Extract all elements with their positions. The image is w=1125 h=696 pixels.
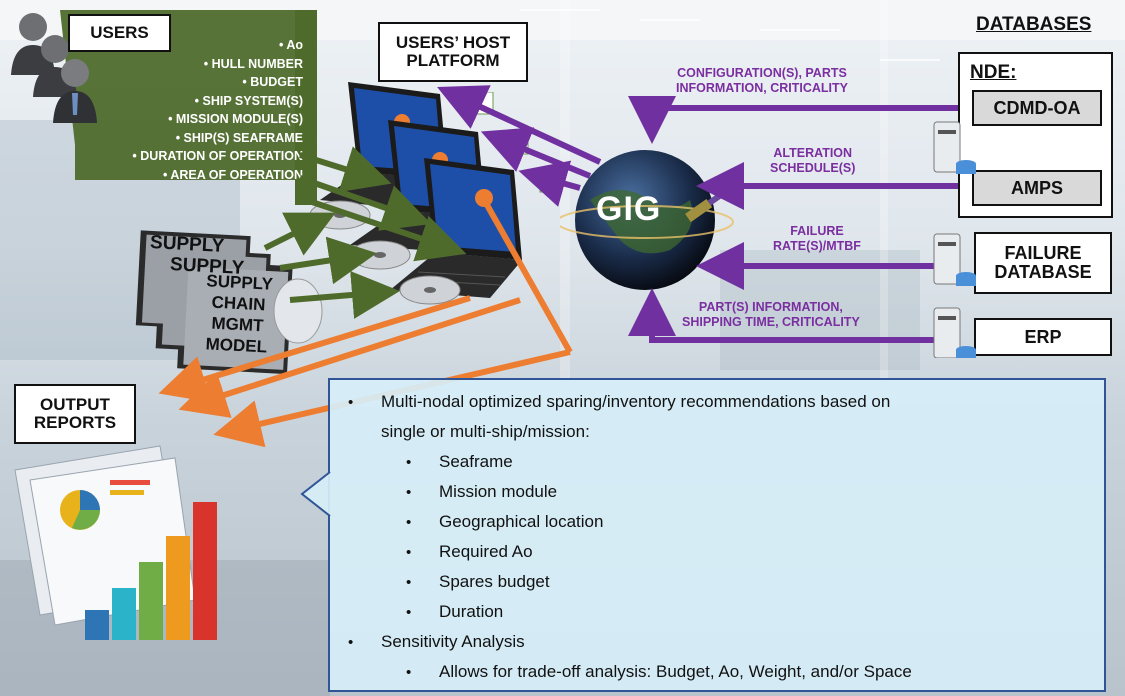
report-charts-icon — [14, 445, 217, 640]
failure-database-line1: FAILURE — [1004, 243, 1082, 264]
flow-parts-line2: SHIPPING TIME, CRITICALITY — [682, 315, 860, 329]
user-input-item: • SHIP(S) SEAFRAME — [175, 130, 303, 145]
failure-database-line2: DATABASE — [994, 262, 1092, 282]
flow-failure-line2: RATE(S)/MTBF — [773, 239, 861, 253]
recommendations-callout: • Multi-nodal optimized sparing/inventor… — [328, 378, 1106, 692]
user-input-item: • AREA OF OPERATION — [162, 167, 303, 182]
flow-parts-label: PART(S) INFORMATION, SHIPPING TIME, CRIT… — [682, 300, 860, 330]
flow-alteration-line2: SCHEDULE(S) — [770, 161, 856, 175]
user-input-item: • MISSION MODULE(S) — [168, 112, 303, 126]
info-main-continued: single or multi-ship/mission: — [381, 422, 590, 441]
output-reports-line2: REPORTS — [33, 413, 117, 432]
users-label: USERS — [68, 14, 171, 52]
user-input-item: • HULL NUMBER — [203, 56, 303, 71]
host-platform-label-line1: USERS’ HOST — [395, 33, 511, 53]
info-sub-item: Geographical location — [439, 512, 604, 531]
purple-data-arrows — [437, 85, 975, 343]
bullet-icon: • — [406, 454, 412, 471]
bullet-icon: • — [348, 634, 354, 651]
nde-label: NDE: — [970, 62, 1017, 83]
supply-chain-model-icon — [135, 230, 323, 375]
databases-label: DATABASES — [976, 14, 1092, 35]
info-sub-item: Required Ao — [439, 542, 533, 561]
output-reports-line1: OUTPUT — [40, 395, 110, 415]
bullet-icon: • — [348, 394, 354, 411]
flow-config-label: CONFIGURATION(S), PARTS INFORMATION, CRI… — [676, 66, 848, 96]
output-reports-label: OUTPUT REPORTS — [14, 384, 136, 444]
flow-alteration-line1: ALTERATION — [773, 146, 853, 160]
bullet-icon: • — [406, 604, 412, 621]
user-input-item: • SHIP SYSTEM(S) — [194, 93, 303, 108]
flow-failure-label: FAILURE RATE(S)/MTBF — [773, 224, 861, 254]
bullet-icon: • — [406, 664, 412, 681]
server-icon — [933, 307, 976, 358]
server-icons — [933, 121, 976, 358]
users-icon — [11, 13, 97, 123]
flow-config-line2: INFORMATION, CRITICALITY — [676, 81, 848, 95]
info-sub-item: Mission module — [439, 482, 558, 501]
bullet-icon: • — [406, 514, 412, 531]
failure-database-box: FAILURE DATABASE — [974, 232, 1112, 294]
flow-alteration-label: ALTERATION SCHEDULE(S) — [770, 146, 855, 176]
host-platform-label-line2: PLATFORM — [406, 51, 500, 70]
flow-config-line1: CONFIGURATION(S), PARTS — [677, 66, 847, 80]
user-input-item: • DURATION OF OPERATION — [132, 149, 303, 163]
bullet-icon: • — [406, 484, 412, 501]
info-sub-item: Seaframe — [439, 452, 513, 471]
user-input-item: • Ao — [278, 38, 303, 52]
bullet-icon: • — [406, 574, 412, 591]
green-input-arrows — [263, 146, 467, 319]
amps-box: AMPS — [972, 170, 1102, 206]
info-sub-item: Spares budget — [439, 572, 550, 591]
user-inputs-list: • Ao • HULL NUMBER • BUDGET • SHIP SYSTE… — [80, 36, 303, 184]
info-sub-item: Duration — [439, 602, 504, 621]
info-tradeoff-text: Allows for trade-off analysis: Budget, A… — [439, 662, 912, 681]
server-icon — [933, 121, 976, 174]
host-platform-label: USERS’ HOST PLATFORM — [378, 22, 528, 82]
user-input-item: • BUDGET — [242, 75, 303, 89]
cdmd-oa-box: CDMD-OA — [972, 90, 1102, 126]
flow-failure-line1: FAILURE — [790, 224, 844, 238]
erp-box: ERP — [974, 318, 1112, 356]
server-icon — [933, 233, 976, 286]
callout-pointer — [300, 471, 331, 517]
info-sensitivity-text: Sensitivity Analysis — [381, 632, 525, 651]
info-main-text: Multi-nodal optimized sparing/inventory … — [381, 392, 891, 411]
gig-label: GIG — [596, 190, 662, 228]
bullet-icon: • — [406, 544, 412, 561]
flow-parts-line1: PART(S) INFORMATION, — [698, 300, 843, 314]
